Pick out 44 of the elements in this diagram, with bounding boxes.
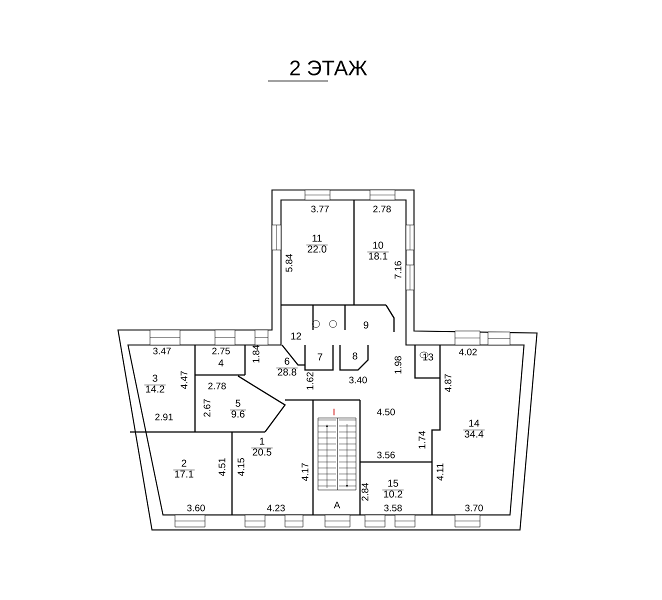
room-label: 5 9.6 (230, 400, 246, 418)
dimension-label: 3.77 (311, 206, 329, 212)
room-label: 9 (364, 321, 368, 329)
dimension-label: 4.15 (238, 458, 244, 476)
room-label: 13 (423, 353, 434, 361)
dimension-label: 3.47 (153, 348, 171, 354)
dimension-label: 4.50 (376, 408, 395, 416)
room-label: 11 22.0 (306, 234, 328, 253)
dimension-label: 2.78 (373, 206, 391, 212)
room-label: 4 (218, 360, 224, 366)
dimension-label: 4.11 (436, 464, 444, 481)
dimension-label: 1.62 (306, 372, 314, 390)
room-label: 12 (291, 332, 302, 340)
room-label: 8 (352, 352, 358, 360)
dimension-label: 4.23 (266, 504, 285, 512)
stair-label: A (334, 502, 340, 508)
dimension-label: 4.51 (218, 458, 226, 476)
dimension-label: 5.84 (286, 254, 292, 272)
dimension-label: 4.17 (302, 463, 308, 481)
dimension-label: 2.67 (204, 399, 210, 417)
room-label: 6 28.8 (276, 358, 298, 376)
dimension-label: 3.70 (465, 504, 483, 512)
dimension-label: 4.02 (458, 348, 477, 356)
dimension-label: 1.98 (394, 356, 402, 374)
dimension-label: 2.91 (155, 414, 173, 420)
title: 2 ЭТАЖ (290, 60, 368, 76)
room-label: 3 14.2 (144, 374, 166, 392)
dimension-label: 1.74 (418, 431, 426, 448)
room-label: 10 18.1 (367, 242, 389, 260)
room-label: 7 (318, 354, 322, 360)
dimension-label: 4.87 (444, 374, 452, 392)
room-label: 14 34.4 (463, 420, 485, 438)
room-label: 15 10.2 (382, 480, 404, 498)
dimension-label: 3.56 (377, 452, 395, 458)
dimension-label: 2.84 (362, 483, 368, 501)
dimension-label: 2.78 (208, 382, 226, 390)
dimension-label: 1.84 (252, 345, 260, 362)
dimension-label: 3.60 (187, 504, 205, 512)
dimension-label: 3.40 (349, 376, 367, 384)
room-label: 2 17.1 (173, 460, 195, 478)
dimension-label: 4.47 (180, 371, 188, 390)
room-label: 1 20.5 (251, 438, 273, 456)
dimension-label: 2.75 (212, 348, 230, 354)
dimension-label: 7.16 (394, 261, 402, 279)
